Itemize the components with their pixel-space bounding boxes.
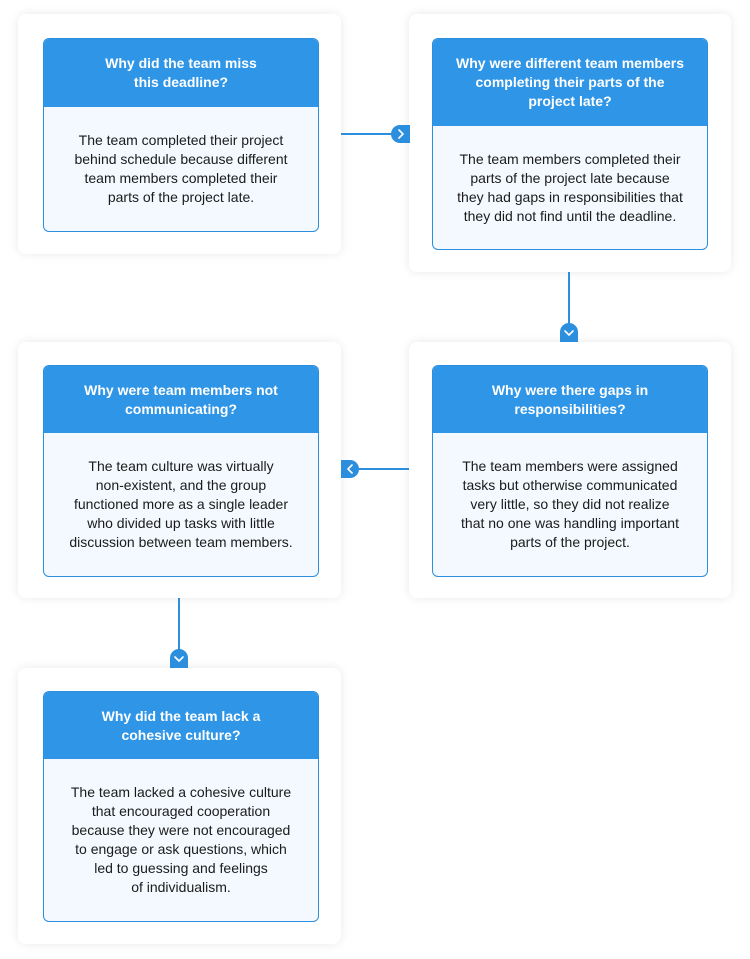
- answer-text-5: The team lacked a cohesive culture that …: [70, 784, 292, 895]
- chevron-down-icon: [560, 323, 578, 342]
- answer-text-2: The team members completed their parts o…: [457, 150, 683, 224]
- why-question-1: Why did the team miss this deadline?: [44, 39, 318, 107]
- chevron-left-icon: [341, 460, 359, 478]
- answer-text-3: The team members were assigned tasks but…: [461, 458, 679, 550]
- step-box-3: Why were there gaps in responsibilities?…: [432, 365, 708, 577]
- connector-line-4-5: [178, 598, 180, 653]
- why-question-3: Why were there gaps in responsibilities?: [433, 366, 707, 433]
- step-box-4: Why were team members not communicating?…: [43, 365, 319, 577]
- step-box-2: Why were different team members completi…: [432, 38, 708, 250]
- chevron-right-icon: [391, 125, 410, 143]
- connector-line-3-4: [355, 468, 409, 470]
- step-box-5: Why did the team lack a cohesive culture…: [43, 691, 319, 922]
- connector-line-1-2: [341, 133, 395, 135]
- connector-line-2-3: [568, 272, 570, 327]
- why-question-4: Why were team members not communicating?: [44, 366, 318, 433]
- step-box-1: Why did the team miss this deadline? The…: [43, 38, 319, 232]
- answer-text-1: The team completed their project behind …: [74, 132, 288, 205]
- why-question-5: Why did the team lack a cohesive culture…: [44, 692, 318, 759]
- answer-text-4: The team culture was virtually non-exist…: [69, 458, 293, 550]
- chevron-down-icon: [170, 649, 188, 668]
- why-question-2: Why were different team members completi…: [433, 39, 707, 126]
